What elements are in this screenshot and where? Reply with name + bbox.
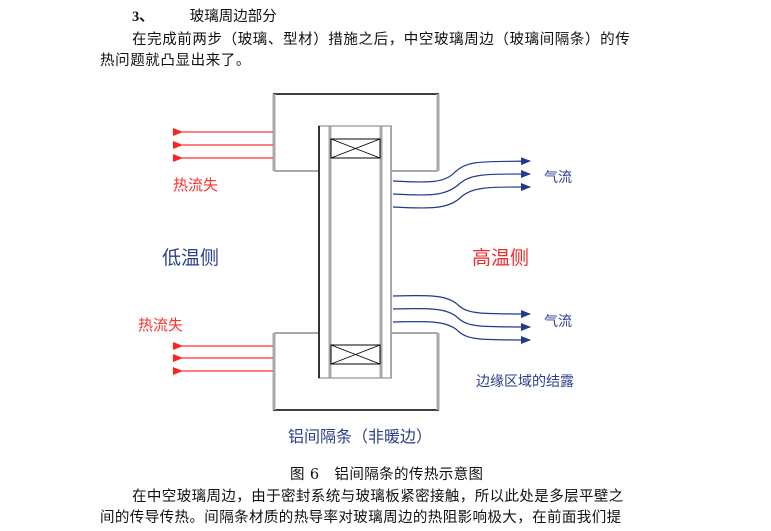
heat-loss-arrows-top <box>173 128 273 162</box>
insulating-glass-unit <box>318 125 392 379</box>
section-heading: 3、 玻璃周边部分 <box>132 7 277 27</box>
section-number: 3、 <box>132 9 154 25</box>
heat-loss-arrows-bottom <box>173 342 273 375</box>
airflow-arrow <box>392 307 531 331</box>
airflow-arrow <box>392 157 531 183</box>
spacer-bar-top <box>330 138 381 159</box>
airflow-arrow <box>392 320 531 344</box>
paragraph-2-line-2: 间的传导传热。间隔条材质的热导率对玻璃周边的热阻影响极大，在前面我们提 <box>100 510 622 526</box>
paragraph-1-line-1: 在完成前两步（玻璃、型材）措施之后，中空玻璃周边（玻璃间隔条）的传 <box>132 32 631 48</box>
section-title: 玻璃周边部分 <box>189 9 277 25</box>
airflow-label-bottom: 气流 <box>544 314 572 330</box>
top-frame-profile <box>272 93 440 172</box>
edge-condensation-label: 边缘区域的结露 <box>476 374 574 390</box>
paragraph-2-line-1: 在中空玻璃周边，由于密封系统与玻璃板紧密接触，所以此处是多层平壁之 <box>132 489 624 505</box>
spacer-title-label: 铝间隔条（非暖边） <box>288 427 432 446</box>
low-temp-side-label: 低温侧 <box>162 247 219 269</box>
paragraph-1-line-2: 热问题就凸显出来了。 <box>100 53 251 69</box>
airflow-arrow <box>392 170 531 196</box>
heat-loss-label-top: 热流失 <box>173 176 218 194</box>
airflow-arrow <box>392 183 531 209</box>
figure-caption: 图 6 铝间隔条的传热示意图 <box>290 467 484 483</box>
airflow-label-top: 气流 <box>544 170 572 186</box>
bottom-frame-profile <box>272 332 440 411</box>
high-temp-side-label: 高温侧 <box>472 247 529 269</box>
heat-loss-label-bottom: 热流失 <box>138 316 183 334</box>
airflow-arrows-top <box>392 157 531 209</box>
airflow-arrows-bottom <box>392 294 531 344</box>
spacer-bar-bottom <box>330 344 381 365</box>
airflow-arrow <box>392 294 531 318</box>
